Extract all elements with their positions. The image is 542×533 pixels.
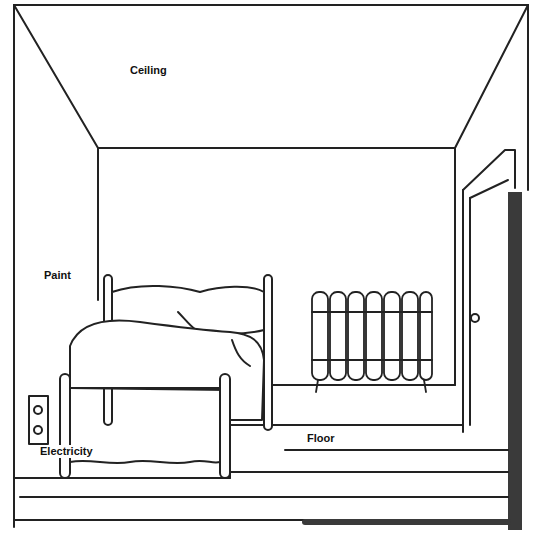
floor-label: Floor (305, 432, 337, 445)
ceiling-label: Ceiling (128, 64, 169, 77)
paint-label: Paint (42, 269, 73, 282)
electricity-label: Electricity (38, 445, 95, 458)
